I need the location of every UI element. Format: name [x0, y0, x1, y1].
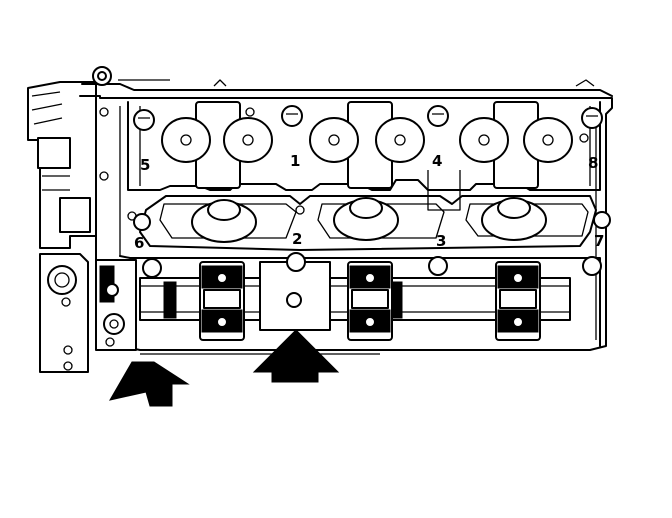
spark-plug-area [133, 195, 611, 251]
bolt-label-3: 3 [436, 232, 446, 250]
arrow-left [108, 361, 190, 407]
arrow-right [252, 329, 340, 383]
lower-bearing-cap-3 [495, 261, 541, 341]
left-end-housing [39, 253, 137, 373]
top-edge [81, 66, 613, 97]
bolt-label-5: 5 [140, 156, 150, 174]
lower-camshaft [119, 252, 602, 347]
upper-camshaft-band [127, 101, 603, 211]
lower-bearing-cap-1 [199, 261, 245, 341]
left-housing [27, 81, 97, 249]
bolt-label-1: 1 [290, 152, 300, 170]
bolt-label-8: 8 [588, 154, 598, 172]
bolt-label-7: 7 [594, 232, 604, 250]
bolt-label-6: 6 [134, 234, 144, 252]
bolt-label-2: 2 [292, 230, 302, 248]
bolt-label-4: 4 [432, 152, 442, 170]
lower-bearing-cap-2 [347, 261, 393, 341]
